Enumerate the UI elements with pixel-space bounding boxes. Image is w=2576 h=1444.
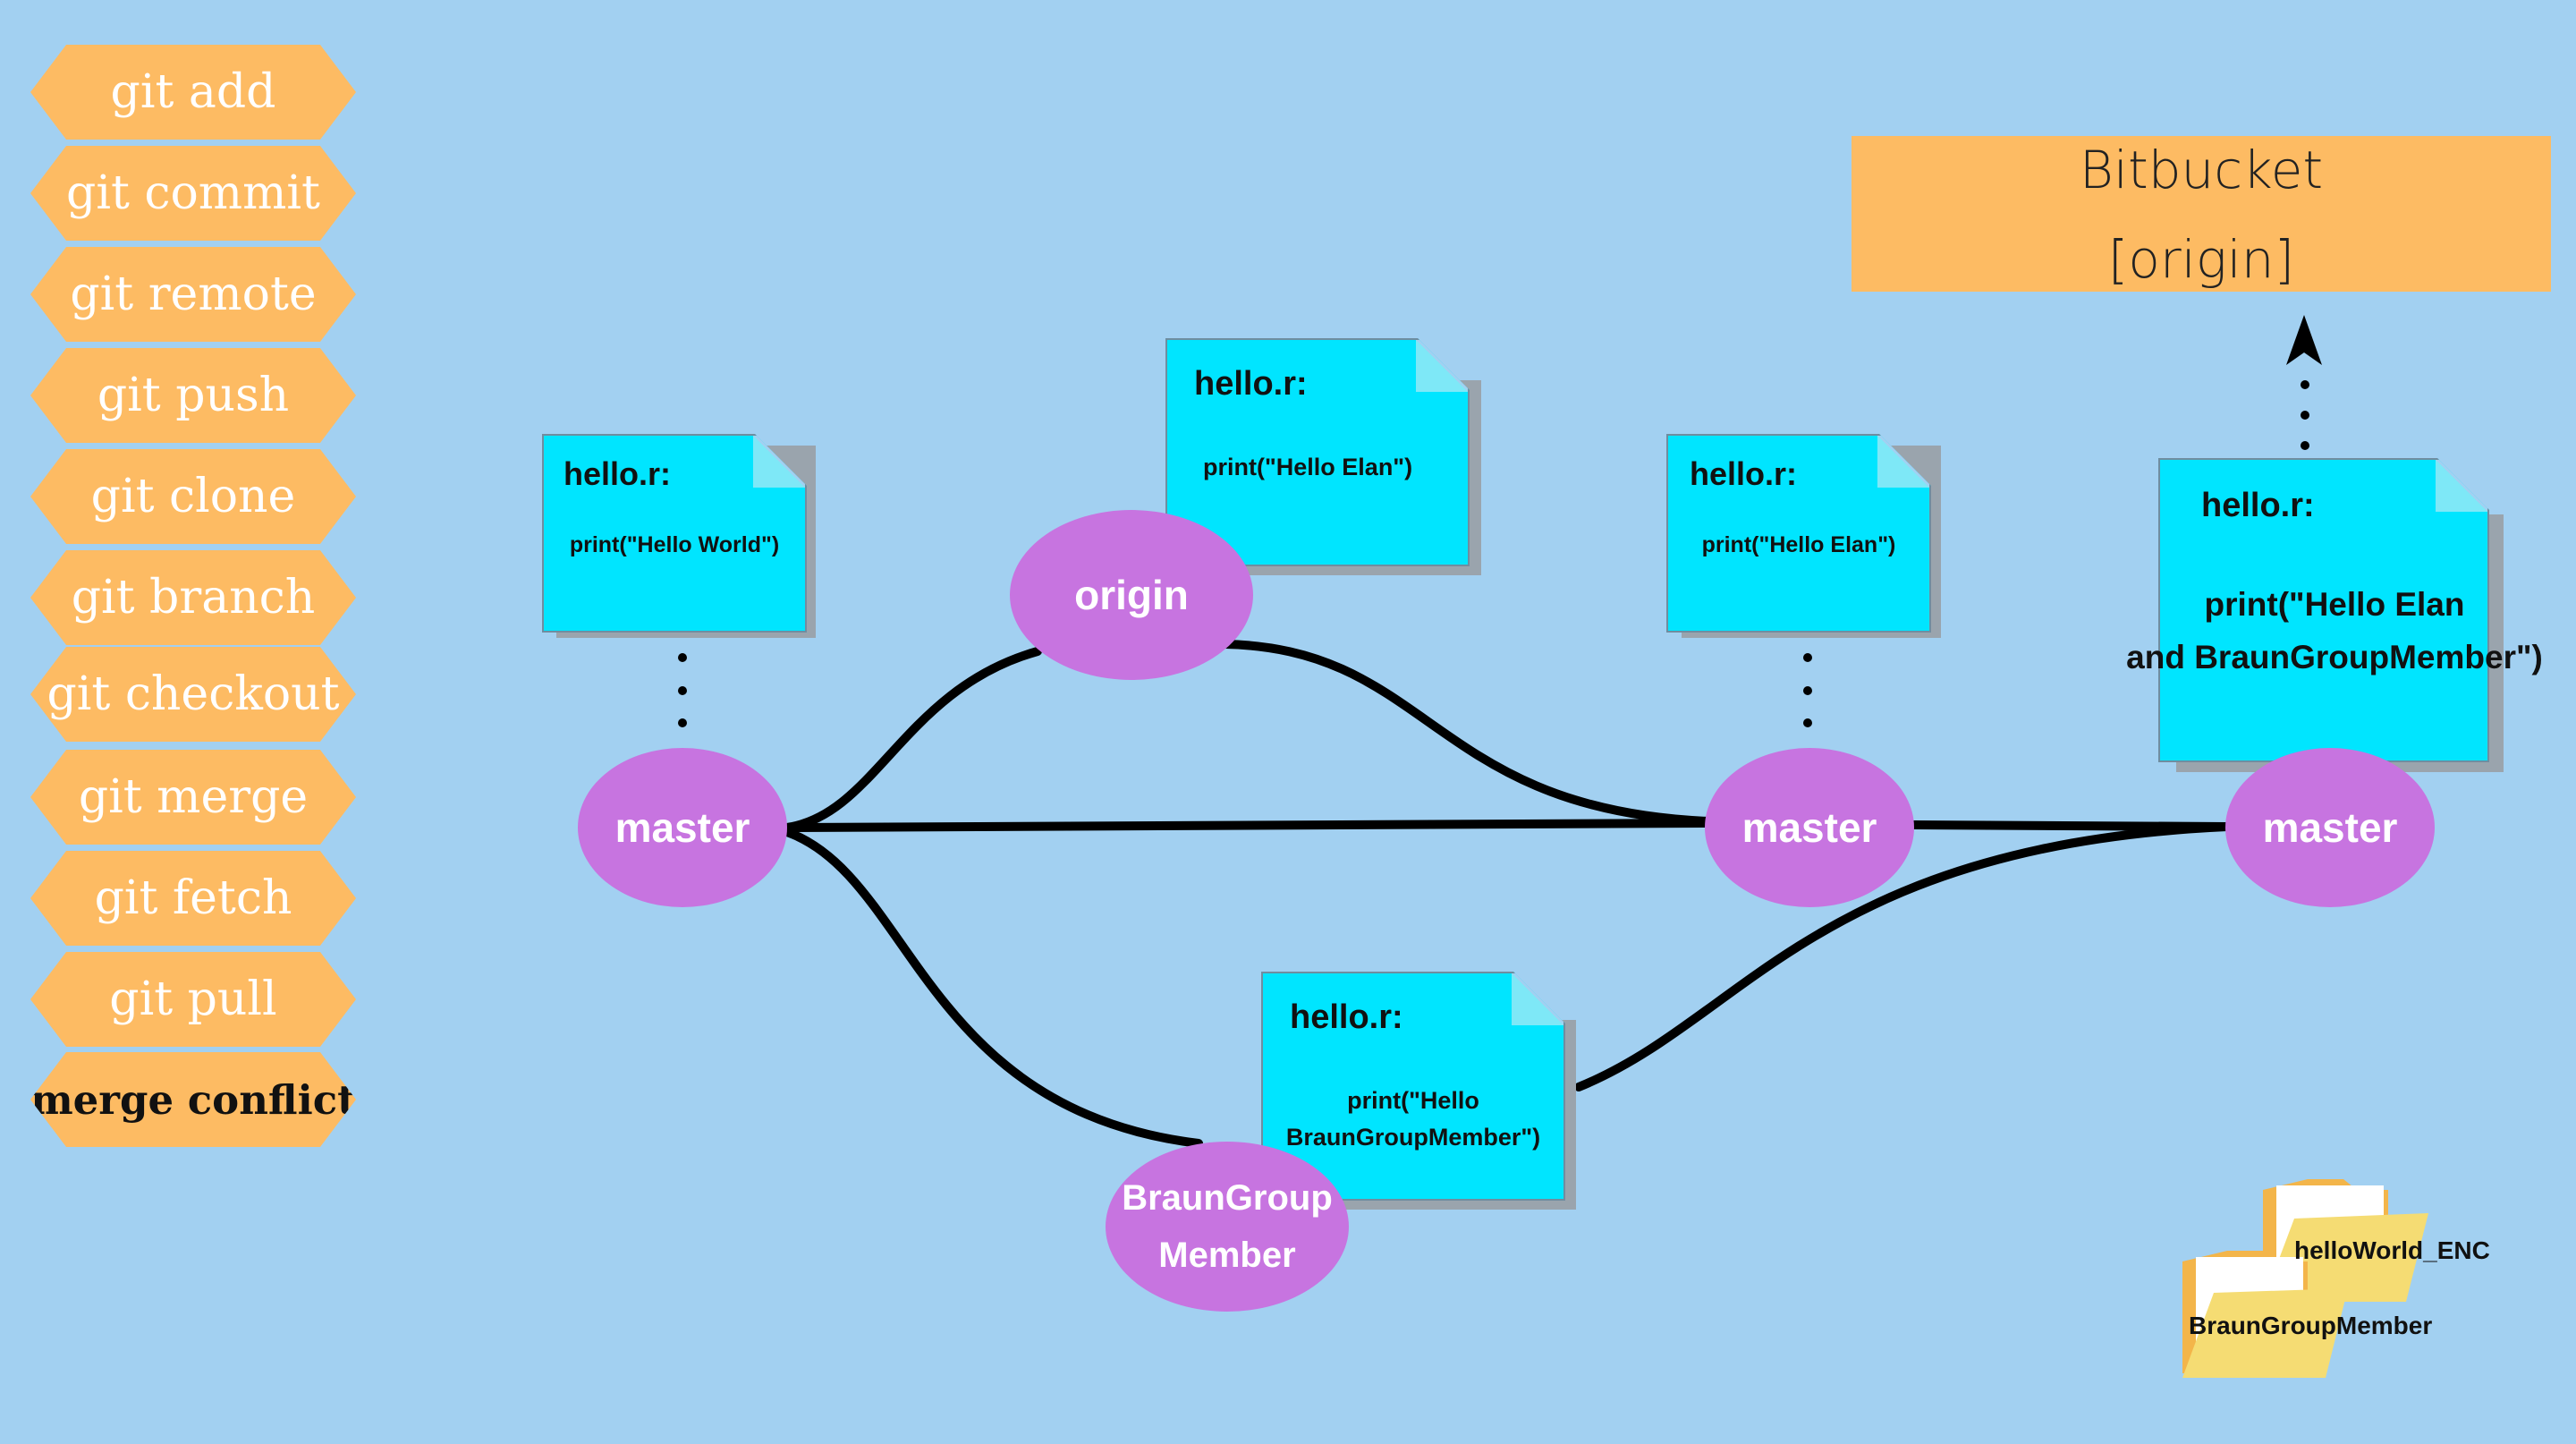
- note-code: print("Hello Elan"): [1203, 454, 1413, 480]
- note-title: hello.r:: [1690, 455, 1798, 492]
- note-code: print("Hello Elan"): [1701, 532, 1896, 557]
- menu-item-git-add[interactable]: git add: [30, 45, 356, 140]
- file-note-hello-world: hello.r: print("Hello World"): [542, 434, 807, 633]
- menu-item-git-push[interactable]: git push: [30, 348, 356, 443]
- line-origin-to-master: [1221, 640, 1713, 826]
- note-title: hello.r:: [564, 455, 672, 492]
- menu-item-git-branch[interactable]: git branch: [30, 550, 356, 645]
- line-master-to-feature: [783, 828, 1203, 1148]
- file-note-master-elan: hello.r: print("Hello Elan"): [1666, 434, 1931, 633]
- note-title: hello.r:: [1290, 998, 1403, 1036]
- dot: [2301, 380, 2309, 389]
- menu-item-merge-conflict[interactable]: merge conflict: [30, 1052, 356, 1147]
- dot: [678, 686, 687, 695]
- note-code-line: and BraunGroupMember"): [2126, 639, 2543, 676]
- note-code-line: print("Hello: [1347, 1087, 1479, 1114]
- file-note-merged: hello.r:: [2158, 458, 2489, 762]
- file-note-origin: hello.r: print("Hello Elan"): [1165, 338, 1470, 566]
- branch-node-master[interactable]: master: [2225, 748, 2435, 907]
- folder-icon: [2182, 1251, 2348, 1378]
- note-title: hello.r:: [1194, 365, 1308, 403]
- branch-node-braungroupmember[interactable]: BraunGroup Member: [1106, 1142, 1349, 1312]
- line-feature-to-master: [1574, 822, 2232, 1091]
- note-title: hello.r:: [2201, 487, 2315, 524]
- dot: [1803, 718, 1812, 727]
- dot: [678, 718, 687, 727]
- remote-repo-alias: [origin]: [2107, 229, 2295, 290]
- folder-label-helloworld-enc[interactable]: helloWorld_ENC: [2294, 1236, 2490, 1264]
- file-note-feature: hello.r: print("Hello BraunGroupMember"): [1261, 972, 1565, 1201]
- menu-item-git-fetch[interactable]: git fetch: [30, 851, 356, 946]
- dot: [2301, 441, 2309, 450]
- branch-node-master[interactable]: master: [1705, 748, 1914, 907]
- branch-node-label: Member: [1158, 1236, 1296, 1275]
- arrow-up-icon: [2286, 315, 2322, 365]
- note-code-line: BraunGroupMember"): [1285, 1123, 1541, 1151]
- branch-node-origin[interactable]: origin: [1010, 510, 1253, 680]
- menu-item-git-clone[interactable]: git clone: [30, 449, 356, 544]
- branch-node-master[interactable]: master: [578, 748, 787, 907]
- line-master-to-origin: [783, 647, 1042, 832]
- dot: [678, 653, 687, 662]
- dot: [1803, 686, 1812, 695]
- note-code: print("Hello Elan and BraunGroupMember"): [2093, 578, 2576, 684]
- menu-item-git-merge[interactable]: git merge: [30, 750, 356, 845]
- dot: [1803, 653, 1812, 662]
- branch-node-label: BraunGroup: [1122, 1178, 1333, 1218]
- menu-item-git-checkout[interactable]: git checkout: [30, 647, 356, 742]
- remote-repo-box: Bitbucket [origin]: [1852, 136, 2551, 292]
- note-code: print("Hello BraunGroupMember"): [1263, 1083, 1563, 1155]
- dot: [2301, 411, 2309, 420]
- menu-item-git-remote[interactable]: git remote: [30, 247, 356, 342]
- folder-label-braungroupmember[interactable]: BraunGroupMember: [2189, 1312, 2433, 1339]
- menu-item-git-commit[interactable]: git commit: [30, 146, 356, 241]
- remote-repo-name: Bitbucket: [2079, 140, 2324, 200]
- menu-item-git-pull[interactable]: git pull: [30, 952, 356, 1047]
- note-code: print("Hello World"): [569, 532, 780, 557]
- line-master-to-master: [783, 819, 1713, 832]
- note-code-line: print("Hello Elan: [2204, 586, 2465, 623]
